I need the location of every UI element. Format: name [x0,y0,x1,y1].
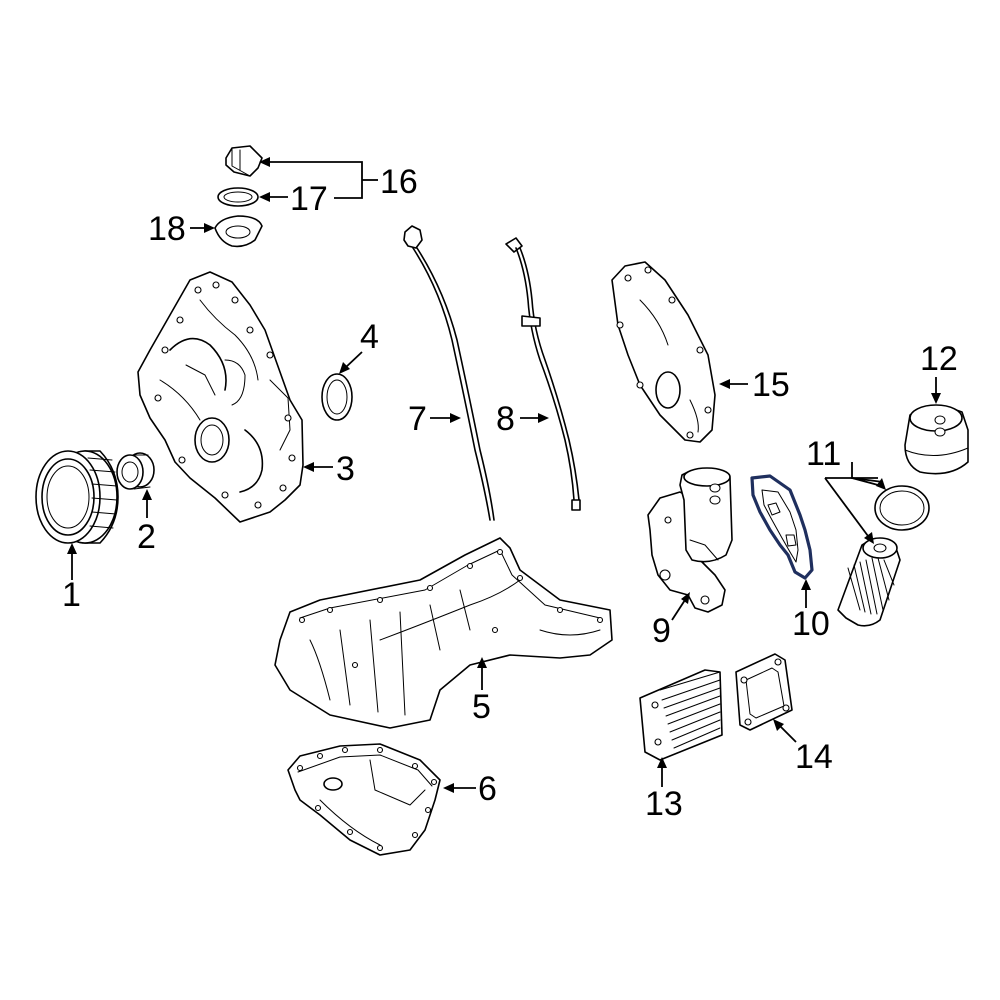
part-11-filter-element[interactable] [837,537,901,627]
part-8-dipstick-tube[interactable] [505,237,581,511]
part-6-lower-oil-pan[interactable] [287,743,441,856]
callout-7: 7 [408,400,427,438]
callout-8: 8 [496,400,515,438]
callout-6: 6 [478,770,497,808]
part-13-oil-cooler[interactable] [639,669,723,761]
part-17-o-ring[interactable] [217,187,259,207]
callout-2: 2 [137,518,156,556]
callout-11: 11 [806,435,841,473]
callout-labels: 1 2 3 4 5 6 7 8 9 10 11 12 13 14 15 16 1… [62,163,958,823]
part-16-filler-cap[interactable] [225,145,263,177]
callout-3: 3 [336,450,355,488]
part-2-plug[interactable] [116,452,155,490]
callout-12: 12 [920,340,958,378]
callout-1: 1 [62,576,81,614]
callout-18: 18 [148,210,186,248]
callout-15: 15 [752,366,790,404]
part-3-timing-cover[interactable] [137,271,304,523]
part-7-dipstick[interactable] [403,225,495,521]
part-18-filler-neck[interactable] [214,215,263,248]
part-15-cover[interactable] [611,261,716,443]
leader-lines [67,157,941,793]
callout-10: 10 [792,605,830,643]
part-5-upper-oil-pan[interactable] [274,537,613,729]
callout-17: 17 [290,180,328,218]
part-12-filter-cap[interactable] [904,404,969,475]
callout-13: 13 [645,785,683,823]
part-9-filter-housing[interactable] [647,467,733,613]
callout-16: 16 [380,163,418,201]
part-4-seal-ring[interactable] [321,373,353,421]
callout-5: 5 [472,688,491,726]
callout-14: 14 [795,738,833,776]
part-10-gasket[interactable] [750,474,814,580]
callout-9: 9 [652,612,671,650]
part-1-pulley[interactable] [35,450,119,544]
part-14-cooler-gasket[interactable] [735,653,793,731]
part-11-o-ring[interactable] [874,485,930,531]
callout-4: 4 [360,318,379,356]
